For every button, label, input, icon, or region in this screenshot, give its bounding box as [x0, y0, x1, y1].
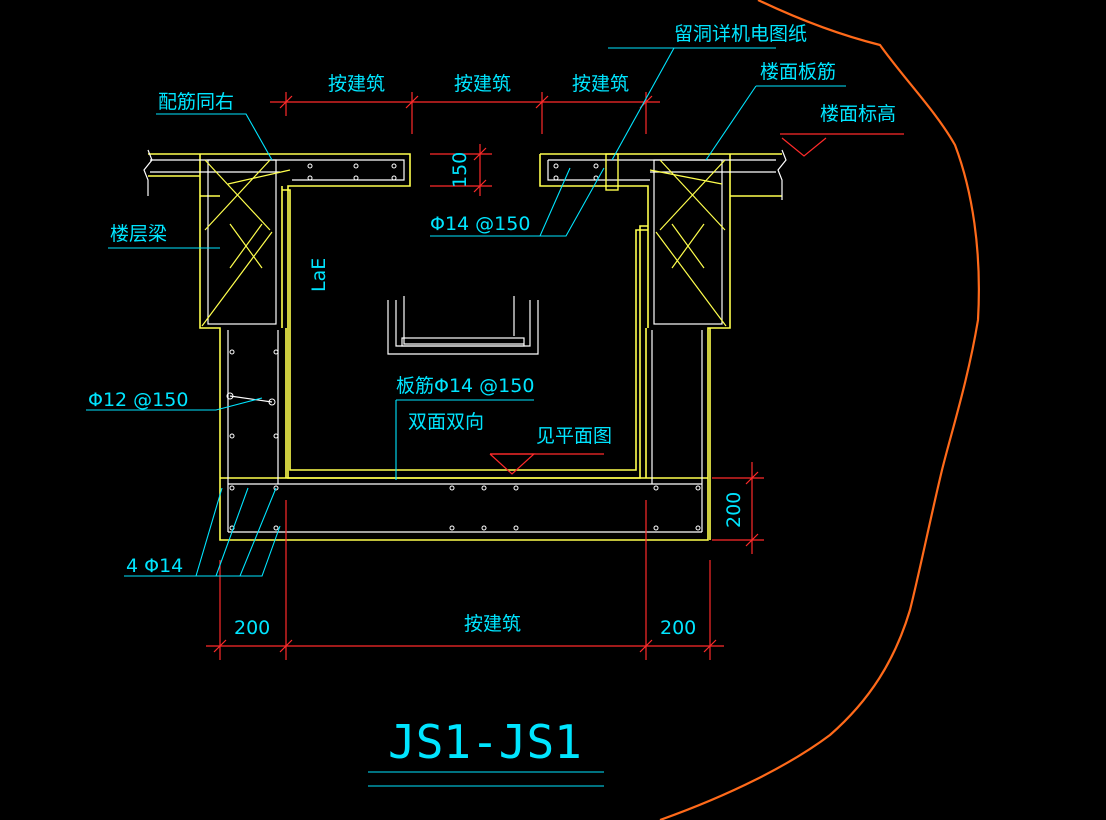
- label-phi14-150: Φ14 @150: [430, 213, 530, 235]
- label-liudong: 留洞详机电图纸: [674, 23, 807, 45]
- rebar-dots: [226, 163, 701, 531]
- label-four-phi14: 4 Φ14: [126, 555, 183, 577]
- rebar-lines: [150, 159, 776, 533]
- dim-slab-thickness: 150: [449, 152, 471, 188]
- dimension-lines: [206, 92, 904, 660]
- leader-lines: [86, 47, 846, 787]
- dim-bottom-thickness: 200: [723, 492, 745, 528]
- opening-sleeve: [605, 153, 619, 191]
- label-lae: LaE: [308, 258, 330, 292]
- label-peijin-tongyou: 配筋同右: [158, 91, 234, 113]
- dim-top-2: 按建筑: [454, 73, 511, 95]
- dim-top-3: 按建筑: [572, 73, 629, 95]
- break-line-marks: [143, 149, 787, 200]
- label-loumian-biaogao: 楼面标高: [820, 103, 896, 125]
- revision-cloud-line: [659, 0, 980, 820]
- label-louceng-liang: 楼层梁: [110, 223, 167, 245]
- dim-bottom-right: 200: [660, 617, 696, 639]
- dim-top-1: 按建筑: [328, 73, 385, 95]
- dim-bottom-mid: 按建筑: [464, 613, 521, 635]
- label-loumian-banjin: 楼面板筋: [760, 61, 836, 83]
- beam-x-marks: [201, 159, 727, 327]
- label-banjin: 板筋Φ14 @150: [396, 375, 534, 397]
- dim-bottom-left: 200: [234, 617, 270, 639]
- concrete-section-outline: [148, 153, 782, 541]
- label-shuangmian: 双面双向: [408, 411, 484, 433]
- section-title: JS1-JS1: [388, 715, 582, 769]
- tie-bar: [229, 395, 273, 403]
- label-phi12-150: Φ12 @150: [88, 389, 188, 411]
- label-jian-pingmiantu: 见平面图: [536, 425, 612, 447]
